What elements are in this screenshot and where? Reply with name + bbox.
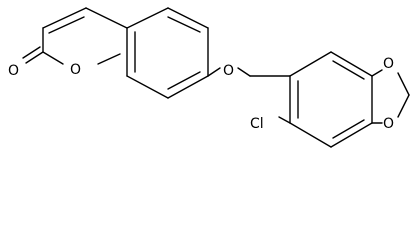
bond-r2-r3-inner [332,60,365,80]
bond-r1-r2 [289,51,332,77]
bond-ch2-o-lower [397,94,410,118]
bond-c5-c6-inner [167,16,201,33]
bond-c2-carbonyl [25,51,44,64]
bond-c2-carbonyl-double [22,46,41,59]
bond-c8-c8a [126,75,169,99]
bond-c5-c6 [167,7,209,29]
carbonyl-oxygen-label: O [8,63,19,79]
benzodioxole-ring-bonds [289,51,373,148]
bond-o-ch2 [237,67,251,77]
bond-c7-c8-inner [167,71,201,90]
bond-r4-r5-inner [332,119,365,139]
pyranone-ring-bonds [22,7,128,65]
bond-c7-o [207,67,221,77]
atom-labels: O O O O O Cl [8,56,394,132]
coumarin-benzene-ring-bonds [126,7,209,99]
chemical-structure-diagram: O O O O O Cl [8,7,410,148]
ether-linkage-bonds [207,67,291,77]
chloro-substituent-bond [278,116,291,124]
bond-r4-r5 [330,122,373,148]
bond-r2-r3 [330,51,373,77]
dioxole-oxygen-lower-label: O [383,116,394,132]
bond-o1-c8a [97,53,121,65]
dioxole-oxygen-upper-label: O [383,56,394,72]
bond-c7-c8 [167,75,209,99]
bond-c4a-c5 [126,7,169,29]
chlorine-label: Cl [250,116,264,132]
bond-r5-r6 [289,122,332,148]
bond-c3-c4-inner [48,16,85,34]
bond-c4-c4a [85,7,128,29]
bond-r3-o-upper [371,69,383,77]
bond-c2-o1 [42,51,64,65]
bond-r6-cl [278,116,291,124]
methylenedioxy-bridge-bonds [371,69,410,124]
ring-oxygen-label: O [70,62,81,78]
ether-oxygen-label: O [223,63,234,79]
bond-c3-c4 [42,7,87,29]
bond-o-upper-ch2 [397,72,410,96]
